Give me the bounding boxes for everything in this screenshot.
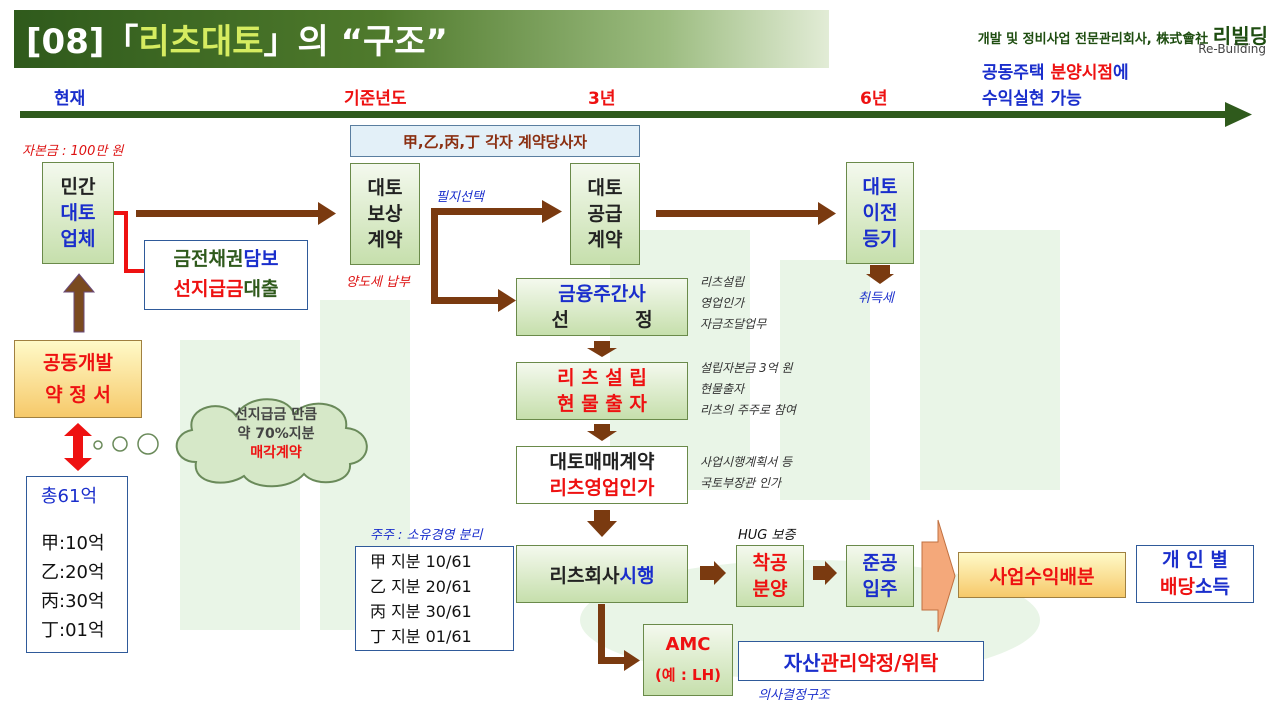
construction-sale-box: 착공 분양 [736,545,804,607]
page-title: [08]「리츠대토」의 “구조” [26,22,448,62]
total-line: 丁:01억 [41,620,105,641]
brand-name: 개발 및 정비사업 전문관리회사, 株式會社 리빌딩 [977,24,1268,48]
shareholder-line: 乙 지분 20/61 [370,577,472,596]
total-line: 乙:20억 [41,562,105,583]
shareholder-line: 丁 지분 01/61 [370,627,472,646]
finance-manager-box: 금융주간사 선 정 [516,278,688,336]
collateral-loan-box: 금전채권담보 선지급금대출 [144,240,308,310]
acquisition-tax-note: 취득세 [858,291,894,306]
timeline-year6: 6년 [860,89,888,109]
shareholders-note: 주주 : 소유경영 분리 [370,528,483,543]
contract-parties-bar: 甲,乙,丙,丁 각자 계약당사자 [350,125,640,157]
up-arrow [62,273,96,333]
total-line: 丙:30억 [41,591,105,612]
transfer-registration-box: 대토 이전 등기 [846,162,914,264]
profit-distribution-box: 사업수익배분 [958,552,1126,598]
individual-dividend-box: 개 인 별 배당소득 [1136,545,1254,603]
timeline-now: 현재 [54,89,86,109]
private-company-box: 민간 대토 업체 [42,162,114,264]
collateral-connector [114,211,144,273]
brand-logo: 리빌딩 [1212,24,1268,48]
timeline-arrow [20,102,1252,127]
decision-structure-note: 의사결정구조 [758,688,830,703]
double-arrow [64,423,92,471]
shareholder-line: 甲 지분 10/61 [370,552,472,571]
total-amount-box: 총61억 甲:10억 乙:20억 丙:30억 丁:01억 [26,476,128,653]
cloud-shape [175,398,368,488]
shareholder-line: 丙 지분 30/61 [370,602,472,621]
joint-development-box: 공동개발 약 정 서 [14,340,142,418]
amc-box: AMC (예 : LH) [643,624,733,696]
timeline-base-year: 기준년도 [344,89,407,109]
cloud-text: 선지급금 만큼 약 70%지분 매각계약 [234,407,318,461]
hug-note: HUG 보증 [738,528,796,543]
completion-move-in-box: 준공 입주 [846,545,914,607]
timeline-final-label: 공동주택 분양시점에 수익실현 가능 [982,63,1129,109]
total-line: 甲:10억 [41,533,105,554]
land-trade-box: 대토매매계약 리츠영업인가 [516,446,688,504]
parcel-select-note: 필지선택 [436,190,484,205]
shareholders-box: 甲 지분 10/61 乙 지분 20/61 丙 지분 30/61 丁 지분 01… [355,546,514,651]
capital-note: 자본금 : 100만 원 [22,144,124,159]
reits-setup-box: 리 츠 설 립 현 물 출 자 [516,362,688,420]
timeline-year3: 3년 [588,89,616,109]
finance-notes: 리츠설립 영업인가 자금조달업무 [700,275,767,331]
title-bar [14,10,829,68]
compensation-contract-box: 대토 보상 계약 [350,163,420,265]
transfer-tax-note: 양도세 납부 [346,275,410,290]
land-trade-notes: 사업시행계획서 등 국토부장관 인가 [700,455,793,490]
thought-dots [93,433,159,455]
supply-contract-box: 대토 공급 계약 [570,163,640,265]
brand-subtitle: Re-Building [1198,42,1266,56]
reits-setup-notes: 설립자본금 3억 원 현물출자 리츠의 주주로 참여 [700,361,796,417]
